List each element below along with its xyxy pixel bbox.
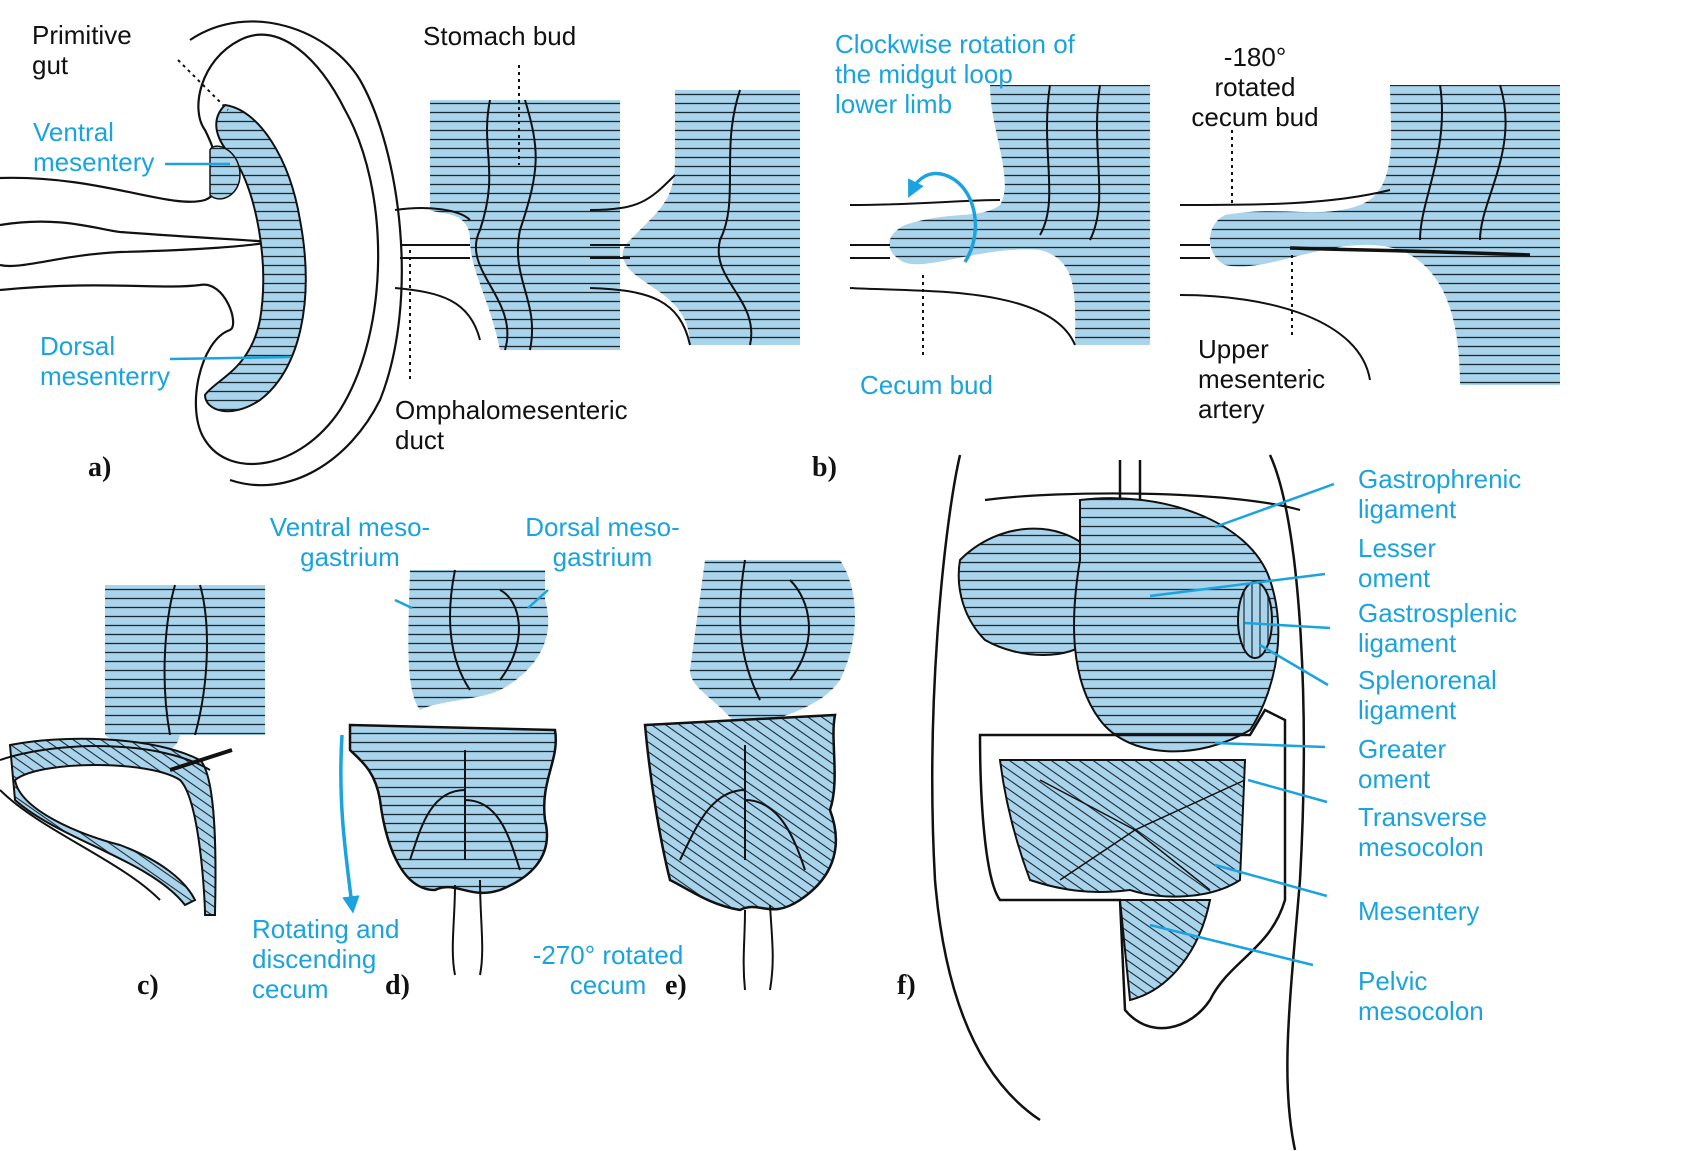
label-cecum-bud: Cecum bud <box>860 370 993 400</box>
mesentery-fan <box>998 759 1247 898</box>
figure-a-ventral-mesentery <box>209 145 241 200</box>
label-clockwise-rotation: Clockwise rotation of the midgut loop lo… <box>835 29 1075 119</box>
upper-mesenteric-artery-line <box>1289 246 1531 257</box>
label-greater-oment: Greater oment <box>1358 734 1447 794</box>
figure-a-gut-tube <box>203 103 307 413</box>
label-rotated-cecum-bud: -180° rotated cecum bud <box>1191 42 1319 132</box>
panel-label-f: f) <box>897 970 916 1001</box>
panel-label-b: b) <box>812 452 837 483</box>
colon-frame <box>978 708 1287 1030</box>
label-rotating-cecum: Rotating and discending cecum <box>252 914 400 1004</box>
figure-a-leader-lines <box>177 59 229 111</box>
figure-b-stage-3 <box>849 84 1150 355</box>
label-lesser-oment: Lesser oment <box>1358 533 1437 593</box>
label-primitive-gut: Primitive gut <box>32 20 132 80</box>
spleen-shape <box>1237 581 1273 659</box>
label-gastrophrenic-ligament: Gastrophrenic ligament <box>1358 464 1522 524</box>
figure-b-stage-1 <box>394 65 620 380</box>
figure-e-drawing <box>643 559 855 991</box>
panel-label-a: a) <box>88 452 112 483</box>
panel-label-c: c) <box>137 970 159 1001</box>
label-gastrosplenic-ligament: Gastrosplenic ligament <box>1358 598 1517 658</box>
figure-c-drawing <box>0 584 265 916</box>
label-omphalomesenteric-duct: Omphalomesenteric duct <box>395 395 628 455</box>
label-stomach-bud: Stomach bud <box>423 21 577 51</box>
label-dorsal-mesentery: Dorsal mesenterry <box>40 331 171 391</box>
figure-a-blue-leaders <box>165 162 291 361</box>
figure-f-drawing <box>931 454 1305 1151</box>
panel-label-d: d) <box>385 970 410 1001</box>
label-ventral-mesentery: Ventral mesentery <box>33 117 155 177</box>
figure-b-stage-2 <box>589 89 800 346</box>
figure-b-stage-4 <box>1179 84 1560 385</box>
label-pelvic-mesocolon: Pelvic mesocolon <box>1358 966 1484 1026</box>
label-ventral-mesogastrium: Ventral meso- gastrium <box>269 512 431 572</box>
label-dorsal-mesogastrium: Dorsal meso- gastrium <box>525 512 680 572</box>
label-rotated-270-cecum: -270° rotated cecum <box>532 940 684 1000</box>
figure-f-leader-lines <box>1149 482 1335 967</box>
label-upper-mesenteric-artery: Upper mesenteric artery <box>1198 334 1326 424</box>
label-mesentery: Mesentery <box>1358 896 1480 926</box>
pelvic-mesocolon-shape <box>1118 899 1212 1002</box>
label-splenorenal-ligament: Splenorenal ligament <box>1358 665 1497 725</box>
label-transverse-mesocolon: Transverse mesocolon <box>1358 802 1488 862</box>
dorsal-mesogastrium-pointer <box>527 589 549 609</box>
panel-label-e: e) <box>665 970 687 1001</box>
liver-shape <box>957 527 1091 656</box>
clockwise-rotation-arrow <box>908 171 978 263</box>
figure-d-drawing <box>339 569 558 976</box>
ventral-mesogastrium-pointer <box>394 598 413 610</box>
descending-cecum-arrow <box>339 734 360 914</box>
figure-a-embryo <box>0 20 403 487</box>
